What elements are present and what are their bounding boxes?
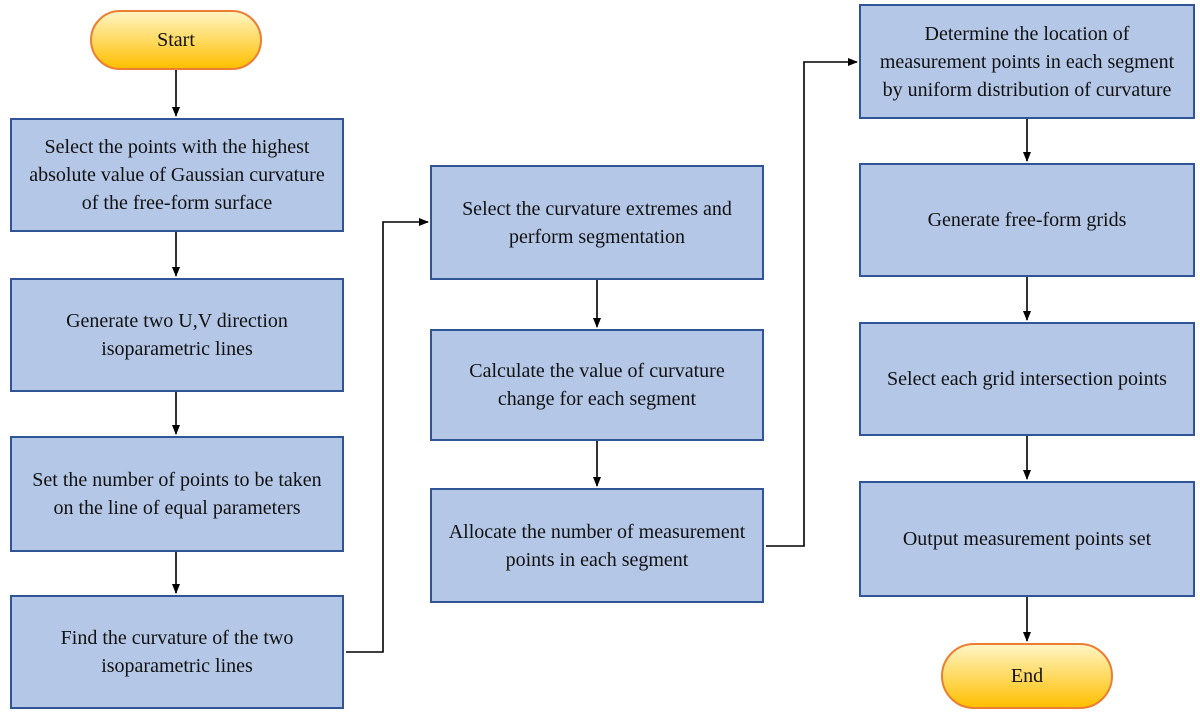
step-find-curvature: Find the curvature of the two isoparamet… [10, 595, 344, 709]
end-terminal: End [941, 643, 1113, 709]
arrow-step4-to-step5 [346, 218, 429, 653]
step-calculate-curvature-change: Calculate the value of curvature change … [430, 329, 764, 441]
step-select-curvature-extremes: Select the curvature extremes and perfor… [430, 165, 764, 280]
start-terminal: Start [90, 10, 262, 70]
step-determine-location: Determine the location of measurement po… [859, 4, 1195, 119]
step-set-number-of-points: Set the number of points to be taken on … [10, 436, 344, 552]
step-select-gaussian-points: Select the points with the highest absol… [10, 118, 344, 232]
arrow-step7-to-step8 [766, 58, 858, 547]
step-output-points-set: Output measurement points set [859, 481, 1195, 597]
step-select-intersections: Select each grid intersection points [859, 322, 1195, 436]
step-generate-grids: Generate free-form grids [859, 163, 1195, 277]
step-generate-isoparametric-lines: Generate two U,V direction isoparametric… [10, 278, 344, 392]
step-allocate-measurement-points: Allocate the number of measurement point… [430, 488, 764, 603]
